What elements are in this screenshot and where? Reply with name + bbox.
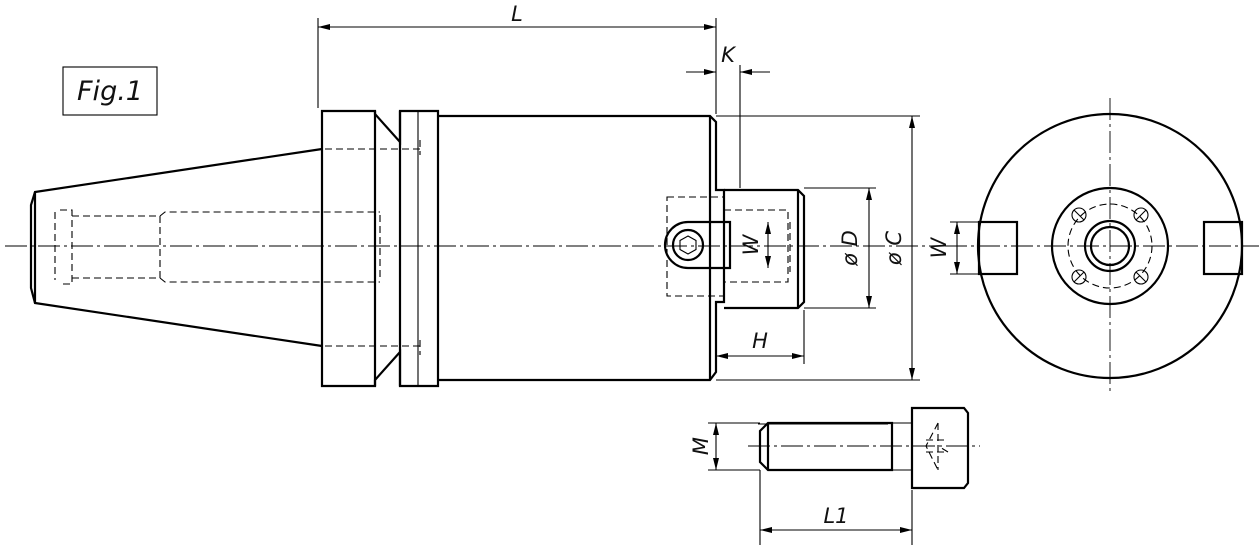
svg-text:ø D: ø D bbox=[838, 230, 862, 267]
svg-text:Fig.1: Fig.1 bbox=[77, 76, 143, 107]
svg-text:K: K bbox=[721, 43, 737, 67]
dimension-K: K bbox=[686, 43, 770, 188]
svg-text:W: W bbox=[739, 233, 763, 255]
taper-shank bbox=[29, 147, 380, 348]
pilot-spigot bbox=[666, 188, 806, 310]
svg-text:ø C: ø C bbox=[882, 231, 906, 267]
socket-head-screw bbox=[748, 406, 980, 490]
driving-key bbox=[663, 220, 732, 270]
svg-text:M: M bbox=[689, 437, 713, 455]
flange bbox=[320, 109, 440, 388]
dimension-W-end: W bbox=[927, 221, 979, 275]
svg-text:H: H bbox=[752, 329, 768, 353]
dimension-L1: L1 bbox=[759, 470, 913, 545]
figure-label: Fig.1 bbox=[62, 66, 158, 116]
dimension-W-side: W bbox=[739, 222, 771, 268]
dimension-D: ø D bbox=[804, 187, 876, 309]
dimension-C: ø C bbox=[716, 115, 920, 381]
dimension-M: M bbox=[689, 422, 760, 471]
dimension-H: H bbox=[716, 310, 805, 364]
svg-text:L: L bbox=[511, 2, 523, 26]
dimension-L: L bbox=[317, 2, 717, 114]
end-view-keys bbox=[977, 220, 1244, 276]
tool-holder-side-view bbox=[5, 109, 935, 388]
tool-holder-end-view: W bbox=[927, 98, 1259, 394]
svg-text:W: W bbox=[927, 236, 951, 258]
svg-text:L1: L1 bbox=[823, 504, 848, 528]
end-view-pilot bbox=[1050, 186, 1170, 306]
bolt-holes bbox=[1071, 207, 1149, 285]
holder-body bbox=[438, 114, 726, 382]
